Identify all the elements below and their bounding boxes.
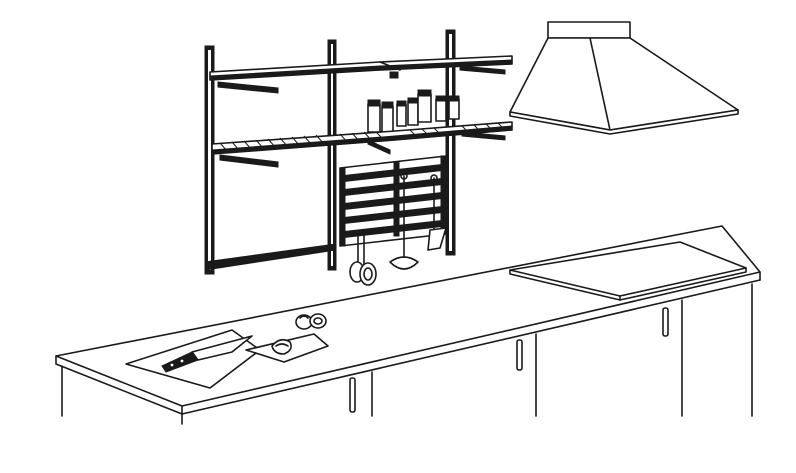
spice-jar	[367, 103, 381, 133]
knife-handle	[161, 351, 199, 373]
middle-shelf-bracket-left	[219, 154, 279, 168]
cabinet-handle	[349, 377, 356, 413]
chef-knife	[161, 335, 253, 373]
range-hood-chimney	[547, 21, 631, 39]
top-shelf-bracket-left	[217, 81, 279, 94]
spice-jar	[448, 98, 460, 120]
spice-jar	[381, 105, 394, 133]
wall-shelf-unit	[204, 29, 513, 286]
cabinet-handle	[662, 307, 669, 337]
spice-jar	[396, 103, 407, 127]
strainer-loop	[359, 262, 377, 286]
spice-jar	[407, 100, 419, 126]
spice-jars	[367, 89, 460, 133]
range-hood-rim	[509, 109, 739, 135]
cooktop	[509, 241, 747, 301]
vegetable-slice	[271, 338, 292, 355]
hanging-utensils	[349, 172, 447, 286]
dish-drying-rack	[339, 155, 447, 247]
base-cabinets	[61, 283, 753, 425]
vegetable-half	[309, 313, 327, 329]
range-hood	[509, 21, 739, 135]
top-shelf-bracket-right	[459, 65, 506, 75]
shelf-bottom-rail	[204, 243, 337, 271]
spatula	[427, 227, 447, 251]
spice-jar	[435, 98, 447, 122]
sliced-vegetables	[271, 313, 327, 355]
cabinet-handle	[516, 339, 523, 371]
spice-jar	[417, 93, 432, 123]
ladle	[389, 256, 419, 270]
middle-shelf-bracket-right	[461, 131, 506, 141]
